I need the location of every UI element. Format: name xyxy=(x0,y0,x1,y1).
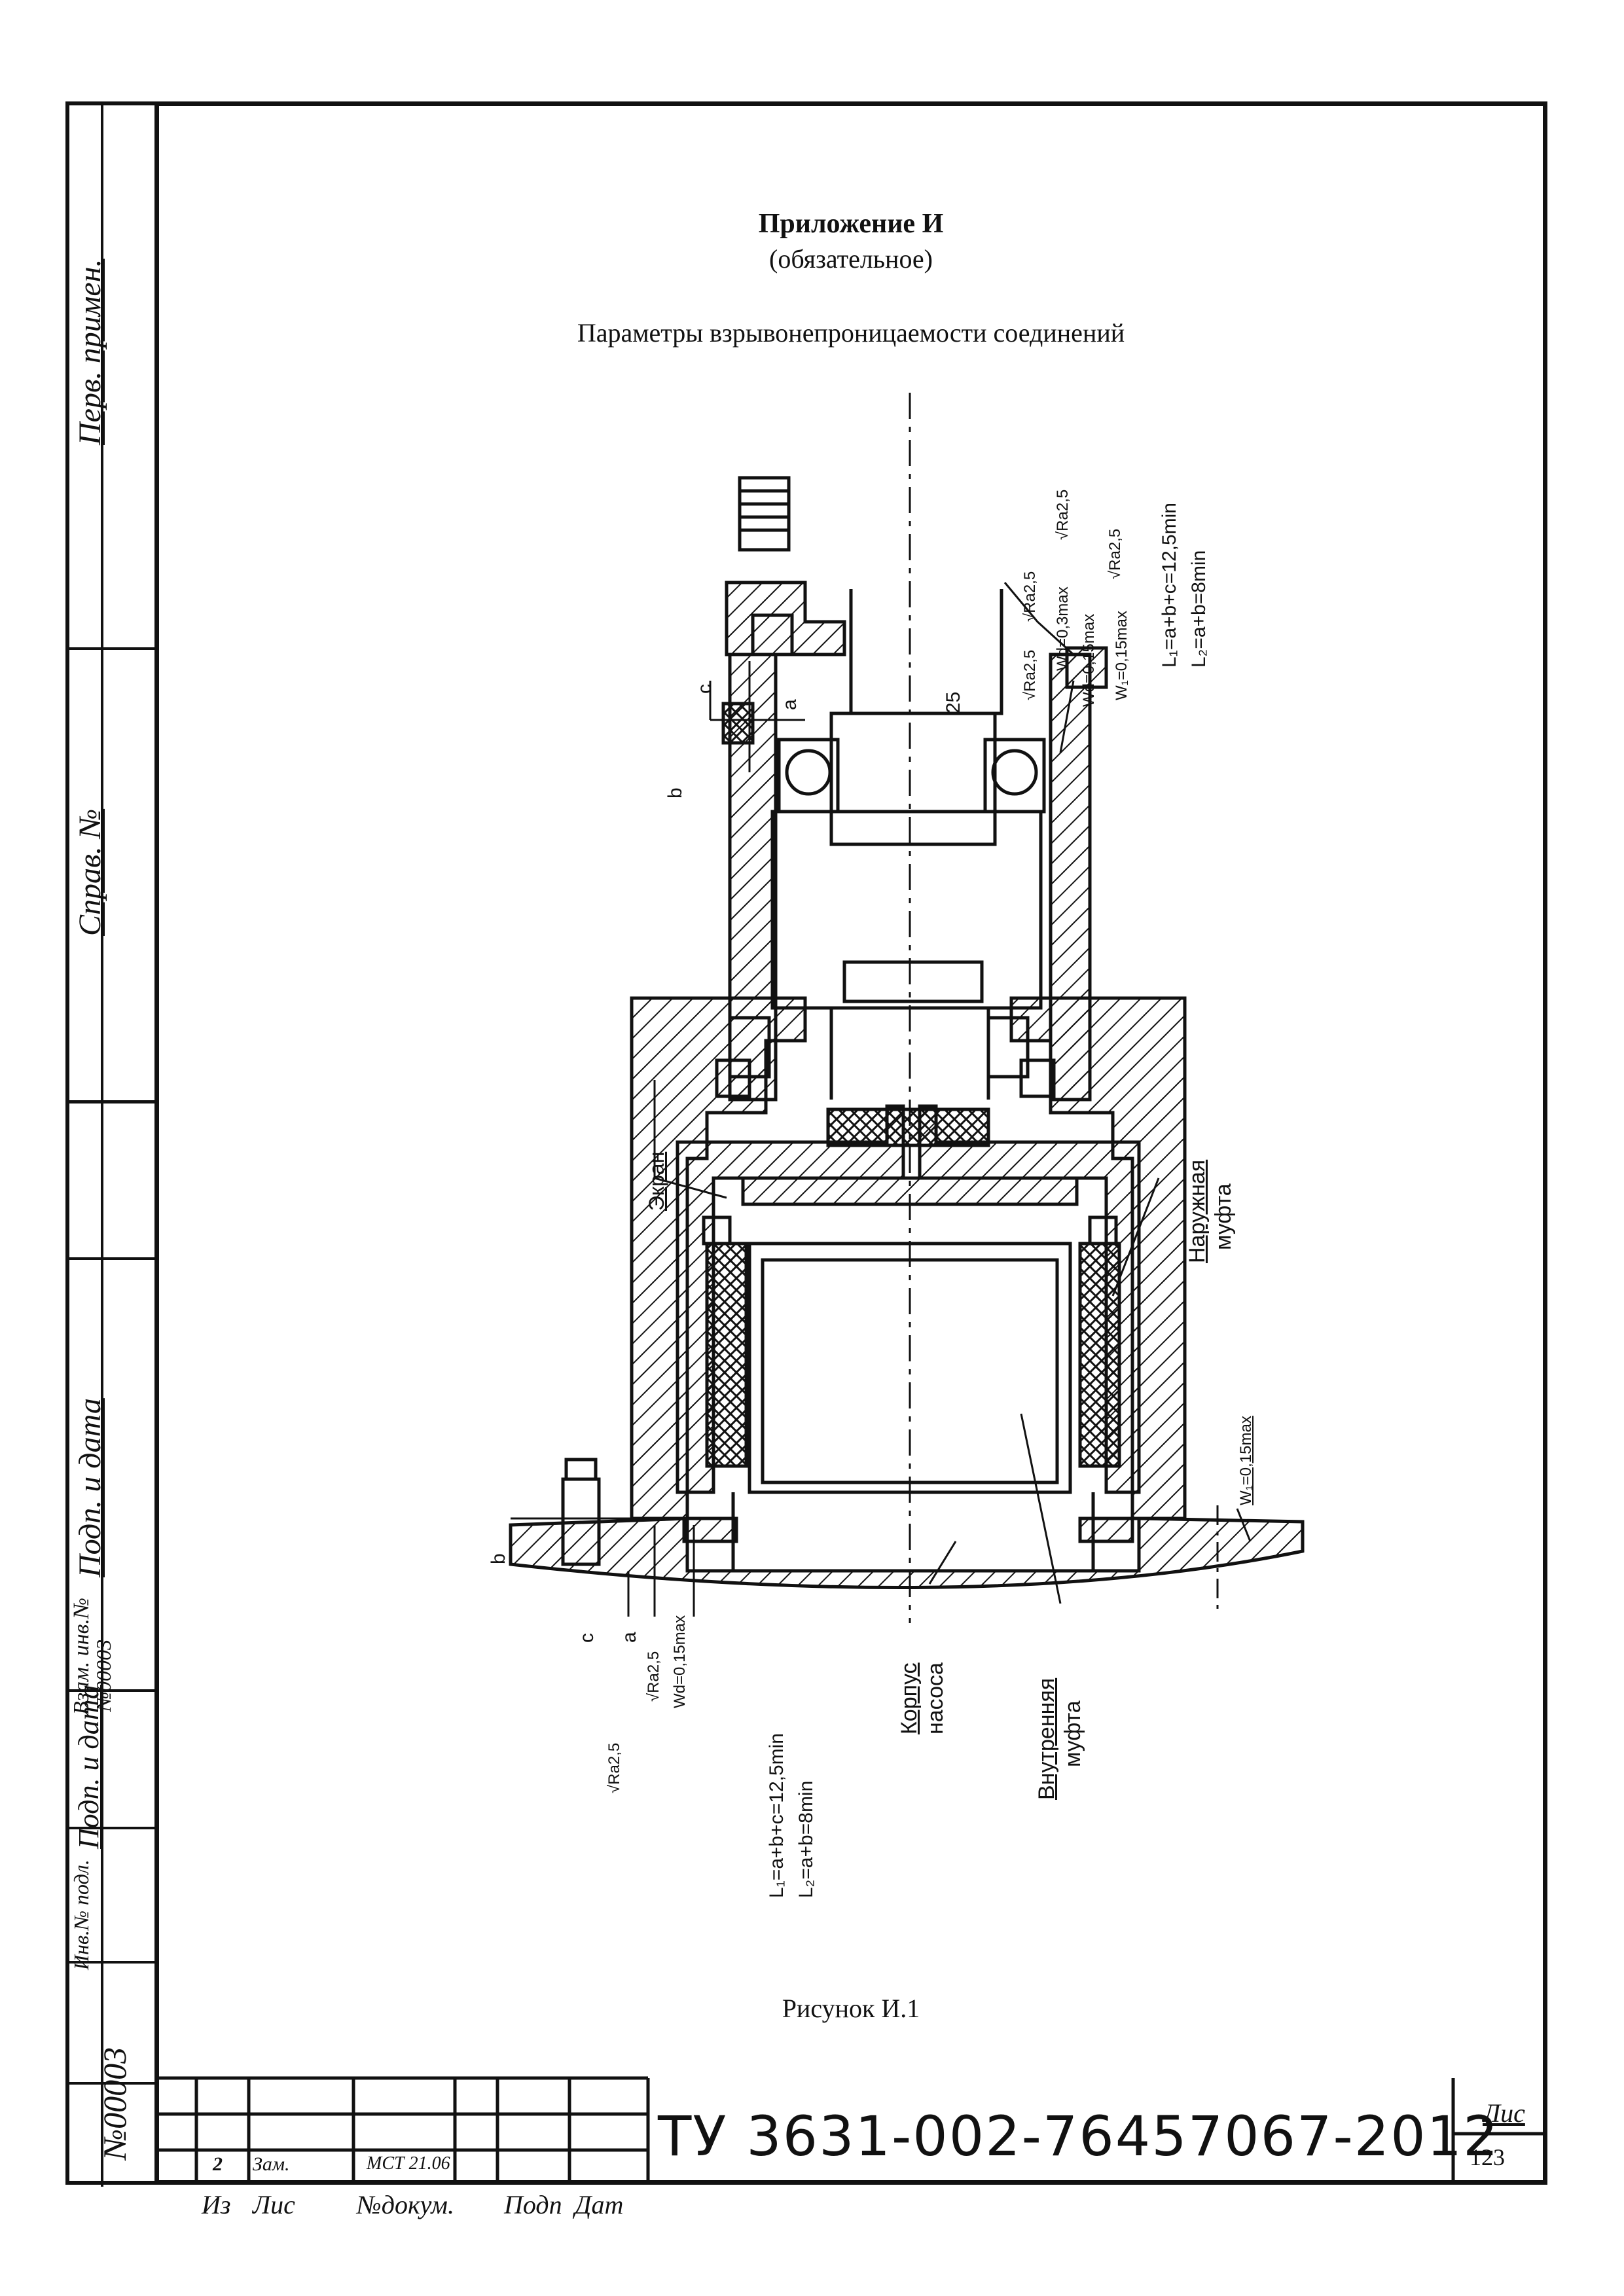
document-code: ТУ 3631-002-76457067-2012 xyxy=(658,2104,1500,2168)
appendix-description: Параметры взрывонепроницаемости соединен… xyxy=(577,318,1125,348)
tb-rev-type: Зам. xyxy=(253,2153,290,2175)
page-frame xyxy=(154,101,1547,2185)
tb-rev-no: 2 xyxy=(213,2153,223,2175)
sheet-number: 123 xyxy=(1470,2144,1505,2170)
sheet-label: Лис xyxy=(1483,2098,1525,2128)
appendix-subtitle: (обязательное) xyxy=(769,244,933,274)
tb-header-sign: Подп xyxy=(504,2190,562,2219)
tb-header-iz: Из xyxy=(202,2190,231,2219)
tb-rev-doc: МСТ 21.06 xyxy=(367,2153,450,2174)
tb-header-date: Дат xyxy=(575,2190,624,2219)
margin-strip xyxy=(65,101,158,2187)
appendix-title: Приложение И xyxy=(758,209,944,239)
tb-header-doc: №докум. xyxy=(357,2190,454,2219)
figure-caption: Рисунок И.1 xyxy=(782,1994,920,2023)
tb-header-lis: Лис xyxy=(253,2190,295,2219)
